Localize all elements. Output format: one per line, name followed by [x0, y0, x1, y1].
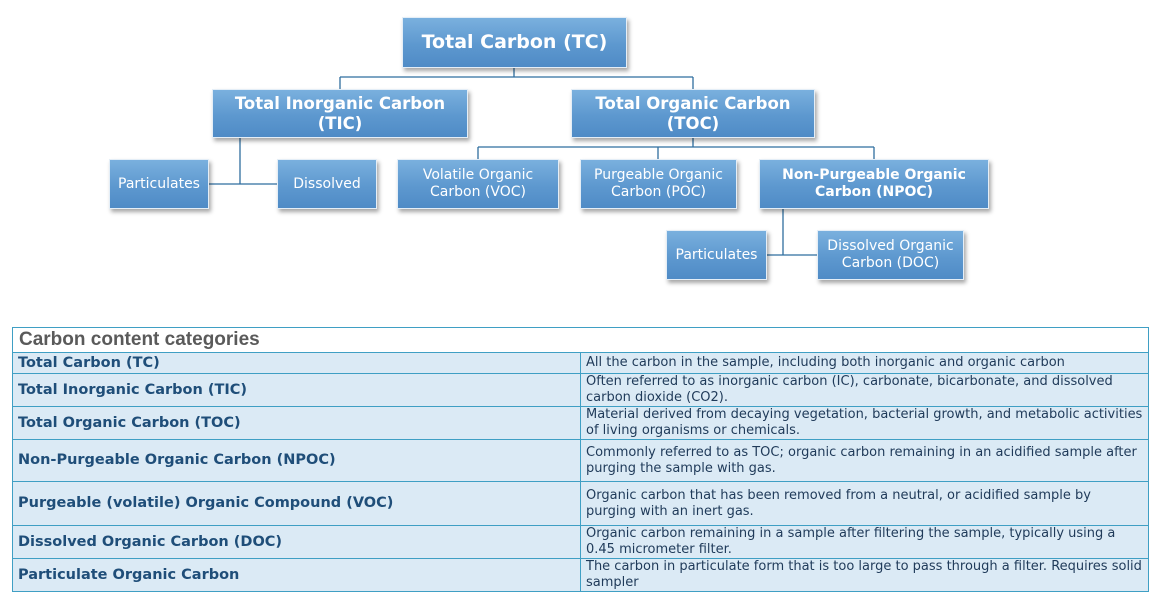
node-npoc-particulates: Particulates — [666, 230, 767, 280]
table-row: Total Inorganic Carbon (TIC) Often refer… — [12, 373, 1149, 407]
description-cell: Material derived from decaying vegetatio… — [580, 406, 1149, 440]
node-total-organic-carbon: Total Organic Carbon (TOC) — [571, 89, 815, 138]
node-total-inorganic-carbon: Total Inorganic Carbon (TIC) — [212, 89, 468, 138]
node-non-purgeable-organic-carbon: Non-Purgeable Organic Carbon (NPOC) — [759, 159, 989, 209]
connector-tc-children — [339, 68, 694, 89]
node-tic-dissolved: Dissolved — [277, 159, 377, 209]
description-cell: Commonly referred to as TOC; organic car… — [580, 439, 1149, 482]
connector-npoc-children — [767, 209, 817, 256]
table-row: Dissolved Organic Carbon (DOC) Organic c… — [12, 525, 1149, 559]
node-dissolved-organic-carbon: Dissolved Organic Carbon (DOC) — [817, 230, 964, 280]
table-row: Purgeable (volatile) Organic Compound (V… — [12, 481, 1149, 526]
term-cell: Total Carbon (TC) — [12, 352, 581, 374]
table-row: Total Carbon (TC) All the carbon in the … — [12, 352, 1149, 374]
description-cell: Organic carbon that has been removed fro… — [580, 481, 1149, 526]
term-cell: Non-Purgeable Organic Carbon (NPOC) — [12, 439, 581, 482]
carbon-hierarchy-diagram: Total Carbon (TC) Total Inorganic Carbon… — [109, 17, 989, 280]
term-cell: Total Organic Carbon (TOC) — [12, 406, 581, 440]
node-total-carbon: Total Carbon (TC) — [402, 17, 627, 68]
node-volatile-organic-carbon: Volatile Organic Carbon (VOC) — [397, 159, 559, 209]
table-row: Non-Purgeable Organic Carbon (NPOC) Comm… — [12, 439, 1149, 482]
description-cell: Often referred to as inorganic carbon (I… — [580, 373, 1149, 407]
table-row: Total Organic Carbon (TOC) Material deri… — [12, 406, 1149, 440]
description-cell: Organic carbon remaining in a sample aft… — [580, 525, 1149, 559]
term-cell: Purgeable (volatile) Organic Compound (V… — [12, 481, 581, 526]
description-cell: All the carbon in the sample, including … — [580, 352, 1149, 374]
diagram-connectors — [209, 68, 875, 256]
term-cell: Total Inorganic Carbon (TIC) — [12, 373, 581, 407]
table-caption: Carbon content categories — [12, 327, 1149, 353]
term-cell: Dissolved Organic Carbon (DOC) — [12, 525, 581, 559]
node-tic-particulates: Particulates — [109, 159, 209, 209]
connector-toc-children — [477, 138, 875, 159]
node-purgeable-organic-carbon: Purgeable Organic Carbon (POC) — [580, 159, 737, 209]
table-row: Particulate Organic Carbon The carbon in… — [12, 558, 1149, 592]
description-cell: The carbon in particulate form that is t… — [580, 558, 1149, 592]
connector-tic-children — [209, 138, 277, 185]
term-cell: Particulate Organic Carbon — [12, 558, 581, 592]
carbon-categories-table: Carbon content categories Total Carbon (… — [12, 327, 1149, 592]
